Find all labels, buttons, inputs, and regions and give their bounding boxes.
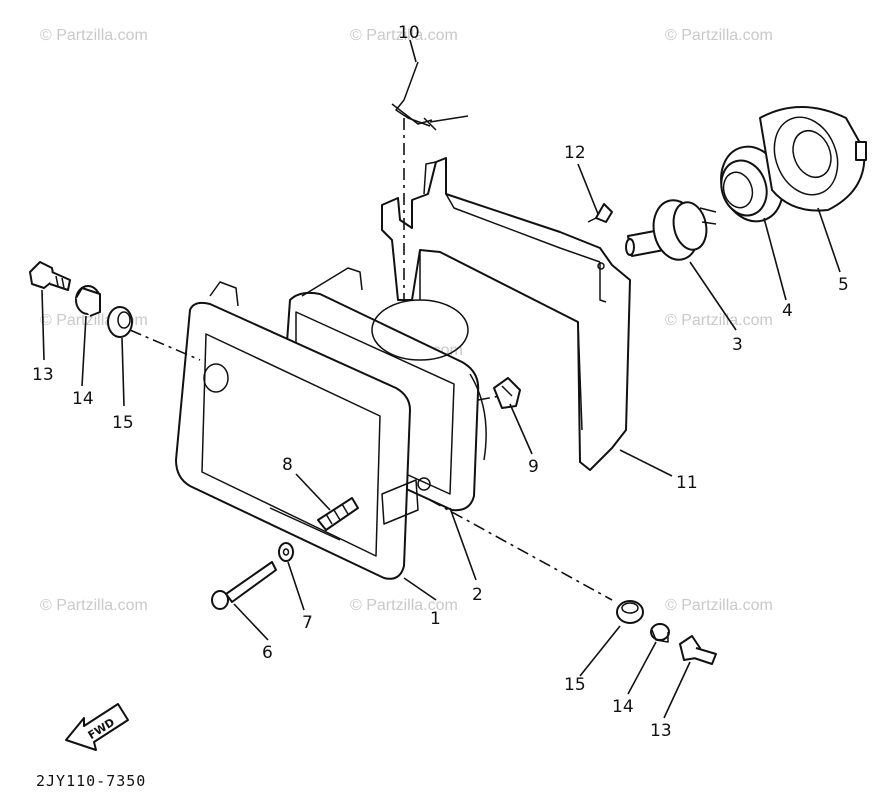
callout-6[interactable]: 6 [262,643,273,663]
headlight-bulb-part[interactable] [625,196,717,264]
watermark: © Partzilla.com [350,27,458,44]
watermark: © Partzilla.com [350,597,458,614]
mounting-screw-part[interactable] [211,561,277,610]
callout-8[interactable]: 8 [282,455,293,475]
forward-arrow-icon: FWD [65,703,129,751]
watermark: © Partzilla.com [665,597,773,614]
leader-lines [41,39,841,719]
callout-11[interactable]: 11 [676,473,698,493]
right-grommet-part[interactable] [616,600,644,624]
callout-4[interactable]: 4 [782,301,793,321]
callout-3[interactable]: 3 [732,335,743,355]
assembly-line [429,499,613,601]
callout-15-right[interactable]: 15 [564,675,586,695]
callout-labels: 1 2 3 4 5 6 7 8 9 10 11 12 13 14 15 13 1… [32,23,849,741]
left-collar-part[interactable] [75,285,101,317]
dust-cover-part[interactable] [759,106,867,212]
callout-2[interactable]: 2 [472,585,483,605]
washer-part[interactable] [278,542,294,562]
wire-clip-part[interactable] [391,61,469,131]
clip-nut-part[interactable] [493,377,521,409]
small-bulb-part[interactable] [587,203,613,223]
callout-13-left[interactable]: 13 [32,365,54,385]
callout-15-left[interactable]: 15 [112,413,134,433]
callout-14-left[interactable]: 14 [72,389,94,409]
left-bolt-part[interactable] [29,261,71,291]
watermark: © Partzilla.com [40,597,148,614]
callout-7[interactable]: 7 [302,613,313,633]
left-grommet-part[interactable] [107,306,133,338]
adjusting-screw-part[interactable] [317,497,359,531]
callout-14-right[interactable]: 14 [612,697,634,717]
callout-13-right[interactable]: 13 [650,721,672,741]
callout-9[interactable]: 9 [528,457,539,477]
watermark: © Partzilla.com [665,27,773,44]
callout-5[interactable]: 5 [838,275,849,295]
right-bolt-part[interactable] [679,635,717,665]
watermark-layer: © Partzilla.com © Partzilla.com © Partzi… [40,27,773,614]
assembly-line [477,395,501,401]
callout-10[interactable]: 10 [398,23,420,43]
right-collar-part[interactable] [650,623,670,643]
callout-12[interactable]: 12 [564,143,586,163]
callout-1[interactable]: 1 [430,609,441,629]
diagram-code: 2JY110-7350 [36,772,146,790]
watermark: © Partzilla.com [665,312,773,329]
watermark: © Partzilla.com [40,27,148,44]
